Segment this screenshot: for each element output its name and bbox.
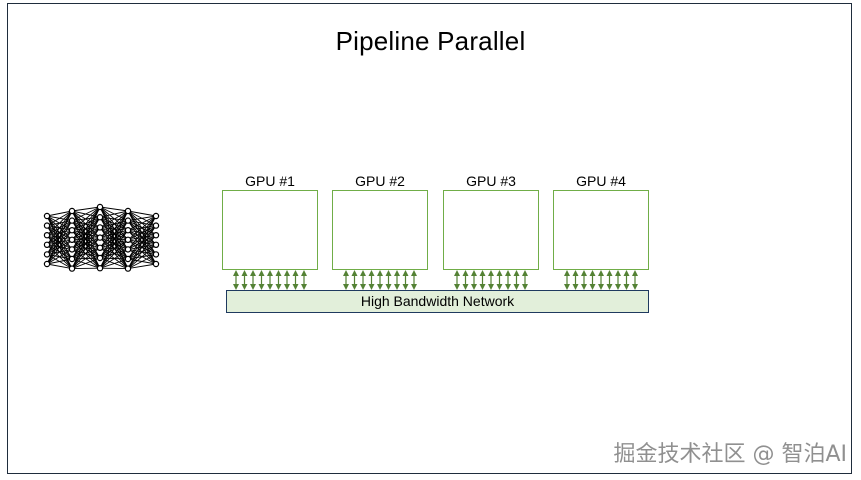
gpu-2-box [332,190,428,270]
nn-node [96,234,104,241]
nn-edge [46,239,73,265]
nn-node [68,236,76,243]
nn-edge [99,220,129,269]
watermark-text: 掘金技术社区 @ 智泊AI [613,442,847,467]
nn-node [124,265,132,272]
nn-node [96,203,104,211]
nn-edge [46,263,73,270]
nn-edge [71,206,101,222]
nn-node [43,260,51,268]
nn-node [68,226,76,234]
nn-edge [127,234,157,269]
nn-node [43,222,51,229]
nn-edge [71,247,101,269]
nn-node [124,207,132,215]
gpu-4-box [553,190,649,270]
slide-title: Pipeline Parallel [335,26,526,56]
nn-edge [71,227,101,269]
nn-edge [99,210,129,238]
nn-edge [46,258,73,265]
nn-edge [99,210,129,228]
nn-edge [46,210,73,217]
nn-node [96,213,104,221]
nn-edge [127,215,157,231]
nn-edge [46,210,73,265]
nn-edge [99,210,129,249]
nn-edge [71,206,101,260]
nn-node [152,260,160,268]
nn-node [96,254,104,262]
nn-edge [46,229,73,265]
nn-edge [46,210,73,255]
nn-node [68,255,76,263]
nn-node [96,265,104,272]
nn-node [152,251,160,258]
nn-edge [71,206,101,212]
nn-edge [127,263,157,270]
nn-node [68,217,76,224]
gpu-3-label: GPU #3 [466,173,516,189]
nn-edge [99,229,129,269]
nn-node [124,255,132,263]
nn-edge [127,215,157,241]
nn-edge [127,253,157,270]
nn-node [124,246,132,253]
nn-edge [46,210,73,236]
gpu-1-label: GPU #1 [245,173,295,189]
gpu-3-box [443,190,539,270]
nn-node [152,222,160,229]
nn-edge [71,216,101,269]
nn-edge [99,249,129,269]
nn-node [124,217,132,224]
nn-node [152,212,160,220]
nn-node [68,265,76,272]
gpu-4-label: GPU #4 [576,173,626,189]
nn-edge [127,225,157,269]
nn-edge [46,220,73,265]
nn-node [96,224,104,231]
nn-node [152,231,160,239]
gpu-2-label: GPU #2 [355,173,405,189]
nn-edge [46,210,73,246]
nn-edge [99,210,129,218]
nn-node [152,241,160,248]
nn-edge [127,215,157,250]
slide-frame [7,3,852,474]
nn-node [43,251,51,258]
high-bandwidth-network-bar: High Bandwidth Network [226,290,649,313]
nn-edge [127,210,157,217]
nn-edge [99,206,129,212]
nn-edge [71,206,101,231]
nn-edge [99,210,129,259]
nn-edge [127,244,157,269]
gpu-1-box [222,190,318,270]
nn-edge [71,237,101,269]
nn-edge [99,210,129,269]
nn-node [96,244,104,251]
nn-edge [127,215,157,222]
nn-edge [127,215,157,269]
nn-node [68,207,76,215]
nn-node [43,212,51,220]
nn-edge [46,210,73,226]
nn-edge [71,206,101,250]
nn-node [43,241,51,248]
nn-edge [99,258,129,269]
nn-edge [71,206,101,241]
nn-edge [46,249,73,265]
nn-node [68,246,76,253]
nn-node [124,236,132,243]
nn-edge [71,206,101,269]
nn-edge [127,215,157,260]
nn-edge [99,239,129,269]
nn-edge [71,257,101,270]
nn-node [43,231,51,239]
nn-node [124,226,132,234]
